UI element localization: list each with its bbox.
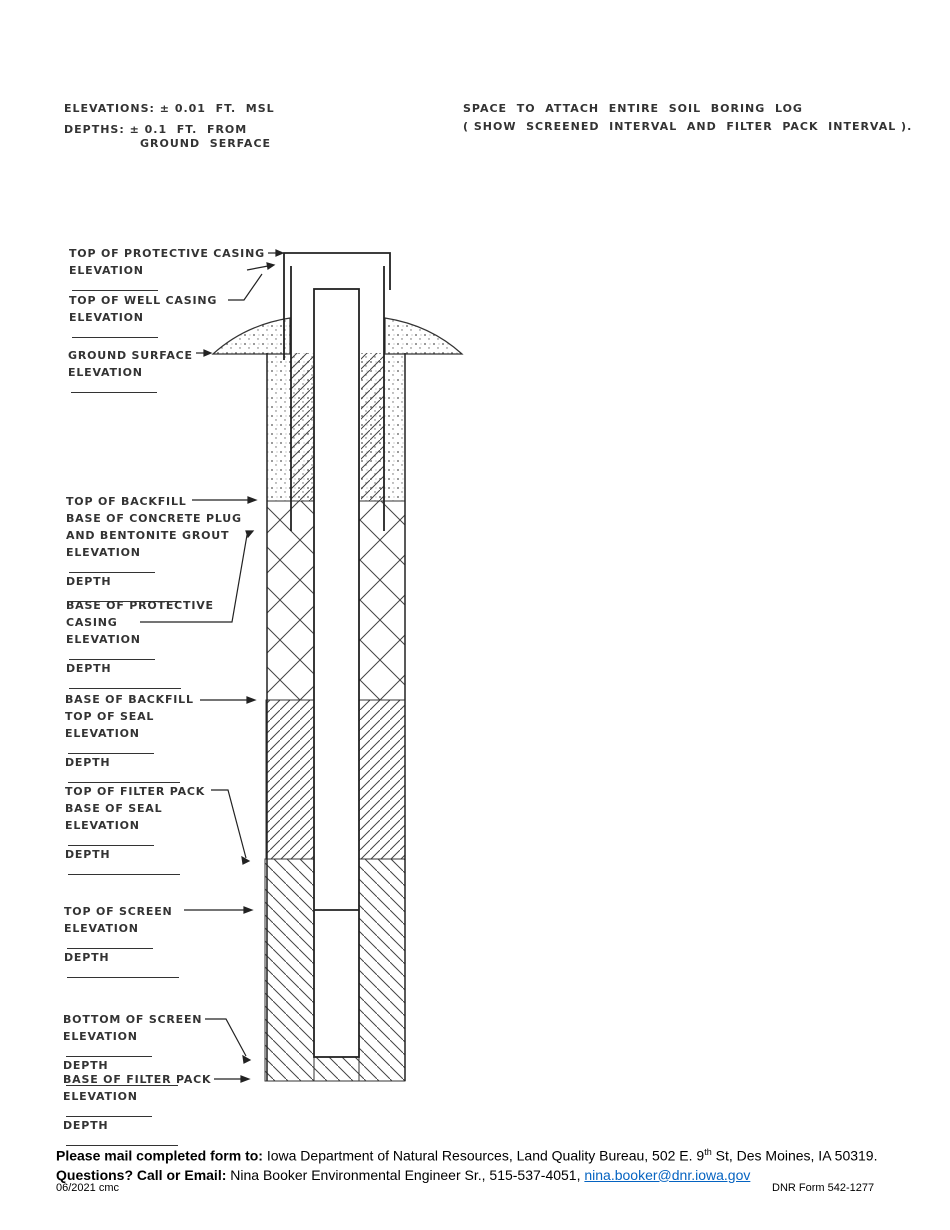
concrete-pad-left	[211, 317, 291, 355]
seal-right	[358, 699, 406, 860]
casing-hatch-right	[361, 353, 384, 501]
attach-note-line2: ( SHOW SCREENED INTERVAL AND FILTER PACK…	[463, 120, 913, 133]
label-top-protective-casing: TOP OF PROTECTIVE CASING ELEVATION	[69, 245, 265, 291]
label-top-screen: TOP OF SCREEN ELEVATION DEPTH	[64, 903, 179, 978]
concrete-pad-right	[384, 317, 464, 355]
well-casing	[313, 288, 360, 1058]
questions-label: Questions? Call or Email:	[56, 1166, 227, 1183]
email-link[interactable]: nina.booker@dnr.iowa.gov	[584, 1166, 751, 1183]
filter-pack-bottom	[313, 1056, 360, 1082]
mail-label: Please mail completed form to:	[56, 1147, 263, 1164]
label-top-backfill: TOP OF BACKFILL BASE OF CONCRETE PLUG AN…	[66, 493, 242, 602]
label-top-well-casing: TOP OF WELL CASING ELEVATION	[69, 292, 217, 338]
label-base-filter-pack: BASE OF FILTER PACK ELEVATION DEPTH	[63, 1071, 211, 1146]
label-bottom-screen: BOTTOM OF SCREEN ELEVATION DEPTH	[63, 1011, 202, 1086]
depths-note-line1: DEPTHS: ± 0.1 FT. FROM	[64, 123, 248, 136]
depths-note-line2: GROUND SERFACE	[140, 137, 272, 150]
date-code: 06/2021 cmc	[56, 1182, 119, 1194]
protective-casing-top	[283, 252, 391, 360]
form-number: DNR Form 542-1277	[772, 1182, 875, 1194]
label-ground-surface: GROUND SURFACE ELEVATION	[68, 347, 193, 393]
seal-left	[265, 699, 315, 860]
label-base-protective-casing: BASE OF PROTECTIVE CASING ELEVATION DEPT…	[66, 597, 214, 689]
mail-line: Please mail completed form to: Iowa Depa…	[56, 1147, 878, 1164]
label-base-backfill: BASE OF BACKFILL TOP OF SEAL ELEVATION D…	[65, 691, 194, 783]
filter-pack-right	[358, 858, 406, 1082]
elevations-note: ELEVATIONS: ± 0.01 FT. MSL	[64, 102, 275, 115]
backfill-right	[358, 500, 406, 701]
casing-hatch-left	[291, 353, 314, 501]
questions-line: Questions? Call or Email: Nina Booker En…	[56, 1166, 751, 1183]
backfill-left	[266, 500, 315, 701]
filter-pack-left	[264, 858, 315, 1082]
attach-note-line1: SPACE TO ATTACH ENTIRE SOIL BORING LOG	[463, 102, 803, 115]
label-top-filter-pack: TOP OF FILTER PACK BASE OF SEAL ELEVATIO…	[65, 783, 205, 875]
footer: Please mail completed form to: Iowa Depa…	[56, 1143, 896, 1185]
